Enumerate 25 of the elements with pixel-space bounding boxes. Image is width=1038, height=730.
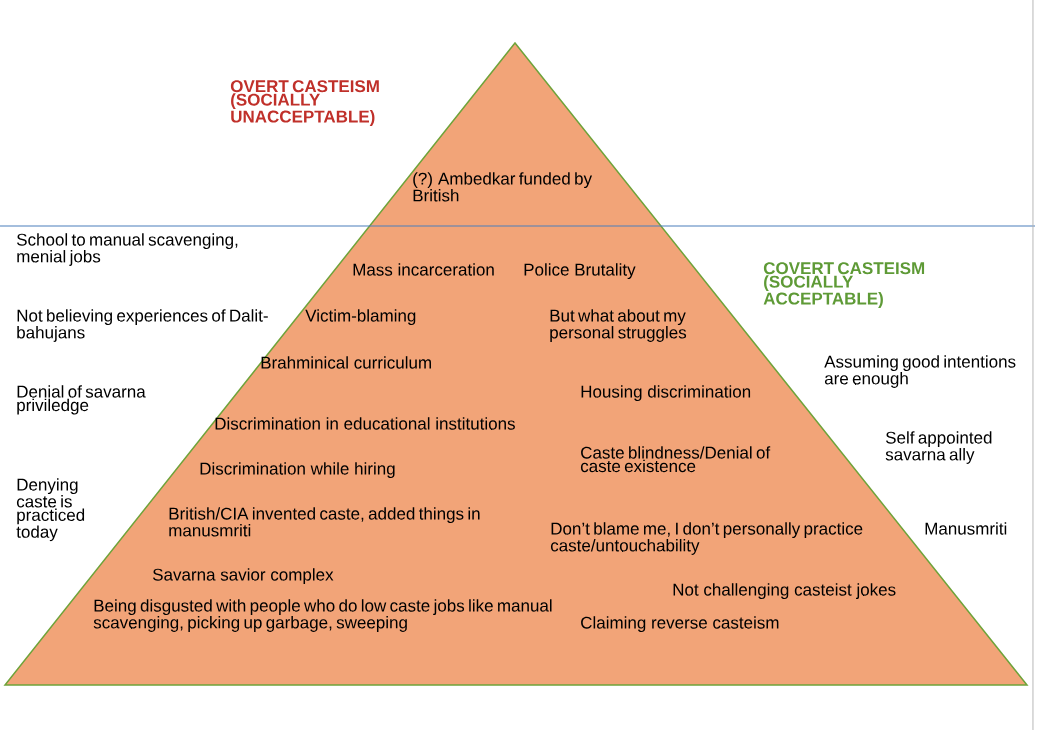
text-label: British/CIA invented caste, added things in manusmriti (169, 507, 480, 537)
text-label: Savarna savior complex (153, 568, 334, 585)
text-label: But what about my personal struggles (550, 309, 687, 342)
text-label: Discrimination while hiring (200, 462, 395, 479)
text-label: Self appointed savarna ally (885, 431, 992, 464)
text-label: Discrimination in educational institutions (215, 417, 515, 430)
text-label: Not believing experiences of Dalit-bahujans (17, 309, 268, 342)
text-label: Victim-blaming (305, 309, 416, 326)
text-label: Police Brutality (524, 263, 636, 280)
heading: COVERT CASTEISM (SOCIALLY ACCEPTABLE) (763, 262, 925, 308)
text-label: Denial of savarna priviledge (17, 385, 146, 415)
text-label: Manusmriti (925, 522, 1007, 535)
text-label: Assuming good intentions are enough (824, 355, 1016, 388)
heading: OVERT CASTEISM (SOCIALLY UNACCEPTABLE) (230, 80, 379, 126)
text-label: Brahminical curriculum (261, 356, 431, 369)
text-label: Mass incarceration (353, 263, 494, 276)
text-label: (?) Ambedkar funded by British (413, 172, 592, 202)
text-label: Caste blindness/Denial of caste existence (580, 446, 771, 473)
text-label: Claiming reverse casteism (581, 616, 779, 633)
text-label: Housing discrimination (581, 385, 751, 402)
text-label: Being disgusted with people who do low caste jobs like manual scavenging, picking up garbage, sweeping (93, 599, 552, 632)
text-label: School to manual scavenging, menial jobs (17, 233, 238, 266)
text-label: Denying caste is practiced today (16, 478, 85, 542)
text-label: Don’t blame me, I don’t personally practice caste/untouchability (550, 522, 863, 555)
text-label: Not challenging casteist jokes (673, 583, 896, 600)
